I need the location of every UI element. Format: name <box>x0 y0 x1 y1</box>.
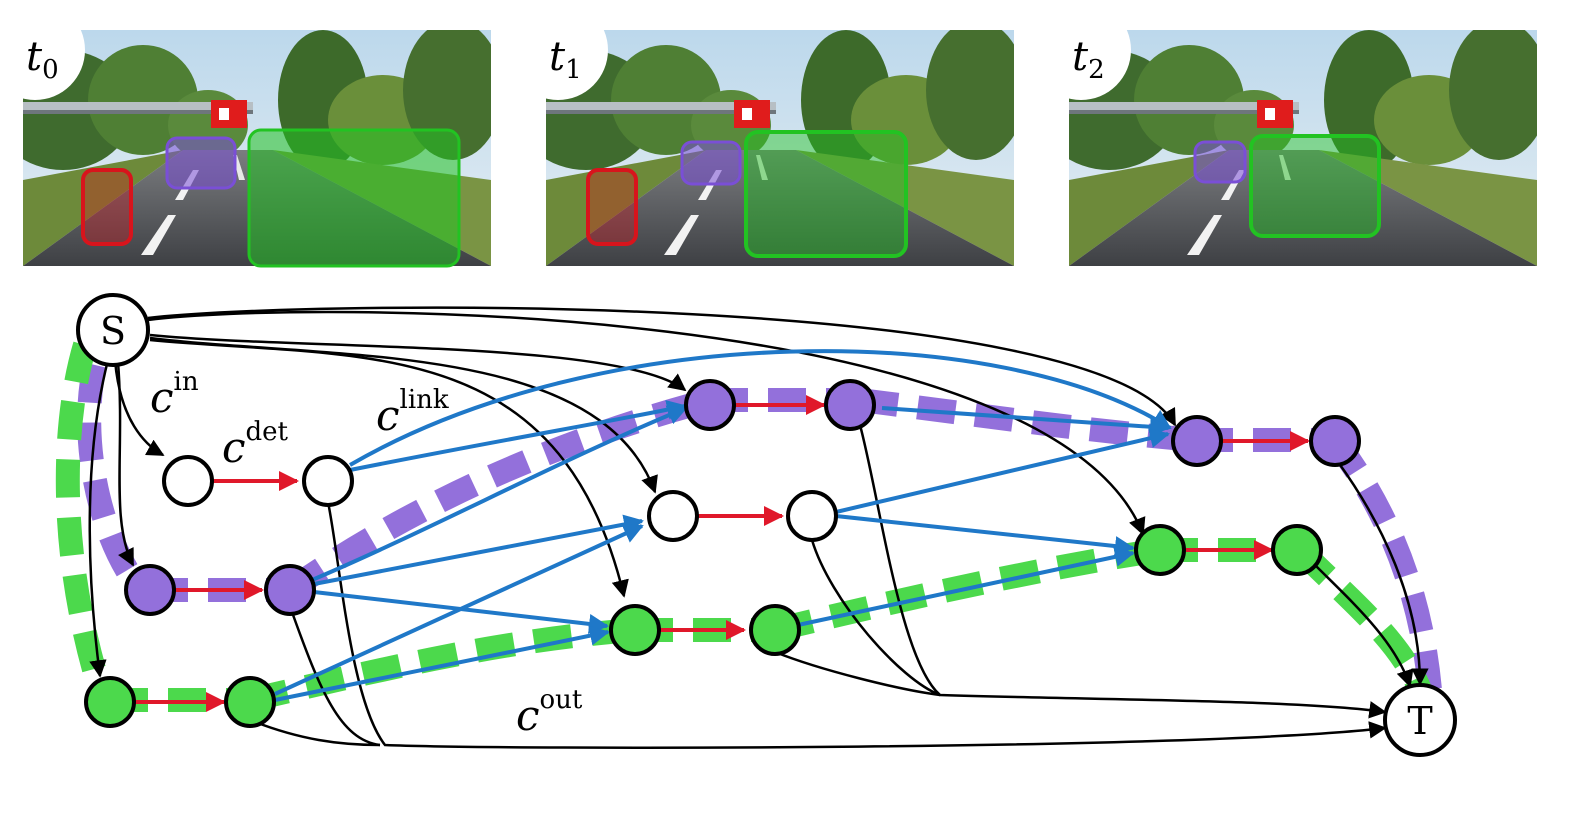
detection-node-out <box>264 564 316 616</box>
red-detection-box <box>81 168 133 246</box>
green-detection-box <box>247 128 461 268</box>
cost-det-label: cdet <box>222 417 289 472</box>
out-edge <box>810 539 941 697</box>
source-label: S <box>100 309 126 353</box>
frame-t1: t1 <box>508 0 1014 266</box>
frame-t2: t2 <box>1031 0 1537 266</box>
detection-node-in <box>84 676 136 728</box>
detection-node-in <box>609 604 661 656</box>
sink-node <box>1383 683 1457 757</box>
green-detection-box <box>1249 134 1381 238</box>
detection-node-in <box>162 455 214 507</box>
link-edge <box>797 547 1135 627</box>
detection-node-out <box>1271 524 1323 576</box>
frame-t1-time-label: t1 <box>549 34 582 85</box>
flow-graph: S T cin cdet clink cout <box>55 293 1457 757</box>
frame-t2-time-badge: t2 <box>1031 0 1131 100</box>
frame-t1-time-badge: t1 <box>508 0 608 100</box>
purple-detection-box <box>680 140 742 186</box>
link-edge <box>313 514 644 586</box>
link-edge <box>348 349 1172 467</box>
detection-edges <box>135 395 1310 712</box>
out-edge <box>290 611 381 747</box>
link-edge <box>835 428 1170 514</box>
frame-t0-time-badge: t0 <box>0 0 85 100</box>
sink-label: T <box>1407 699 1432 743</box>
link-edge <box>349 400 687 472</box>
frame-t2-time-label: t2 <box>1072 34 1105 85</box>
out-edge <box>1336 461 1429 686</box>
in-edge <box>113 359 165 457</box>
detection-node-in <box>684 379 736 431</box>
source-sink-edges <box>88 306 1429 749</box>
purple-detection-box <box>165 136 237 190</box>
detection-node-in <box>124 564 176 616</box>
frame-t0-time-label: t0 <box>26 34 59 85</box>
out-edge <box>774 650 941 697</box>
frame-t0: t0 <box>0 0 491 268</box>
green-detection-box <box>744 130 908 258</box>
out-edge <box>249 718 381 747</box>
link-edge <box>835 514 1135 557</box>
cost-out-label: cout <box>516 685 583 740</box>
graph-nodes <box>76 293 1457 757</box>
detection-node-in <box>1134 524 1186 576</box>
out-edge <box>858 424 1387 719</box>
in-edge <box>147 310 1146 536</box>
in-edge <box>88 359 110 678</box>
in-edge <box>149 338 629 598</box>
detection-node-out <box>786 490 838 542</box>
link-edges <box>274 349 1172 702</box>
detection-node-in <box>647 490 699 542</box>
in-edge <box>147 306 1177 427</box>
purple-detection-box <box>1193 140 1247 184</box>
cost-in-label: cin <box>150 367 199 422</box>
out-edge <box>326 501 1387 749</box>
detection-node-in <box>1171 415 1223 467</box>
detection-node-out <box>1309 415 1361 467</box>
link-edge <box>274 524 644 696</box>
out-edge <box>1314 564 1414 688</box>
in-edge <box>116 361 135 567</box>
link-edge <box>274 625 610 702</box>
in-edge <box>149 333 687 392</box>
link-edge <box>881 406 1170 437</box>
link-edge <box>311 405 688 582</box>
detection-node-out <box>224 676 276 728</box>
detection-node-out <box>749 604 801 656</box>
red-detection-box <box>586 168 638 246</box>
source-node <box>76 293 150 367</box>
cost-link-label: clink <box>376 385 449 440</box>
detection-node-out <box>302 455 354 507</box>
detection-node-out <box>824 379 876 431</box>
